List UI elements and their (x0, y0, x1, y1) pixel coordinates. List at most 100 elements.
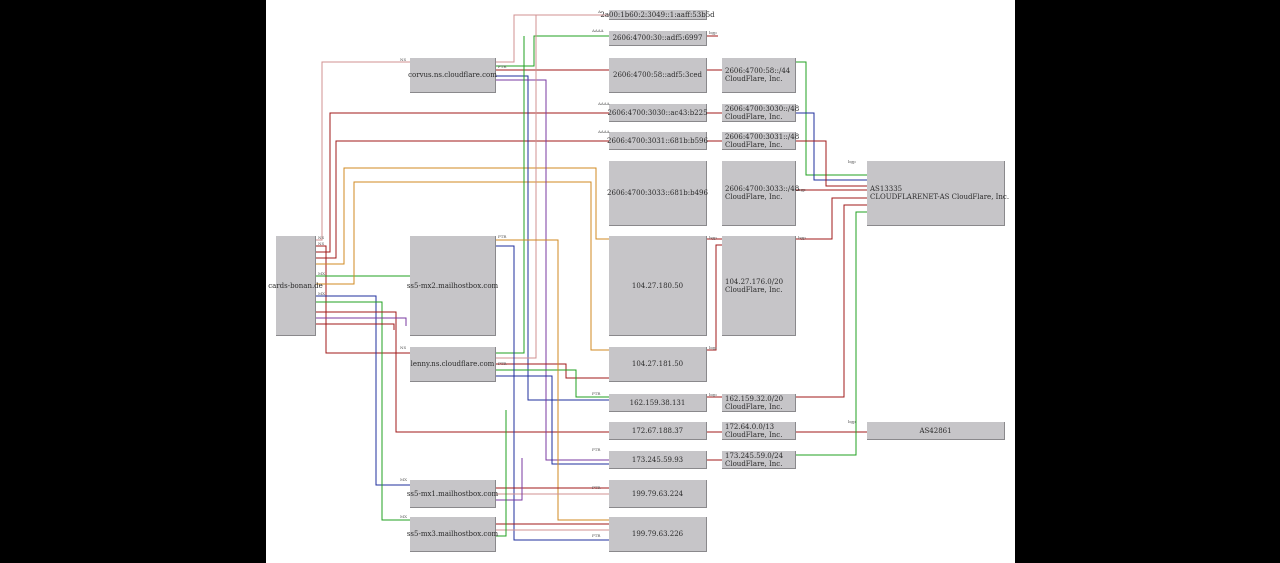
node-v6-f-label: 2606:4700:3033::681b:b496 (607, 189, 708, 197)
edge-9 (316, 181, 609, 351)
edge-label-ns: NS (400, 345, 407, 350)
edge-17 (496, 79, 609, 461)
edge-label-aaaa: AAAA (598, 101, 610, 106)
edge-4 (316, 295, 410, 486)
edge-19 (496, 15, 537, 359)
node-mx2[interactable]: ss5-mx2.mailhostbox.com (406, 236, 499, 336)
node-v6-d-label: 2606:4700:3030::ac43:b225 (607, 108, 708, 117)
node-ip-199-226-label: 199.79.63.226 (631, 530, 684, 538)
node-v6-b-label: 2606:4700:30::adf5:6997 (612, 34, 703, 42)
node-ip-199-224[interactable]: 199.79.63.224 (609, 480, 707, 508)
node-net-104-prefix: 104.27.176.0/20 (725, 277, 784, 286)
node-mx3[interactable]: ss5-mx3.mailhostbox.com (406, 517, 499, 552)
edge-42 (796, 140, 867, 187)
node-ip-172[interactable]: 172.67.188.37 (609, 422, 707, 440)
node-ip-162-label: 162.159.38.131 (629, 398, 686, 407)
node-v6-e[interactable]: 2606:4700:3031::681b:b596 (607, 132, 708, 150)
edge-16 (496, 75, 609, 401)
node-ip-172-label: 172.67.188.37 (631, 426, 684, 435)
edge-label-ns: NS (318, 235, 325, 240)
edge-label-mx: MX (318, 271, 325, 276)
node-domain[interactable]: cards-bonan.de (268, 236, 323, 336)
edge-47 (796, 211, 867, 456)
edge-label-bgp: bgp (709, 345, 717, 350)
edge-11 (316, 317, 407, 326)
edge-13 (496, 14, 609, 63)
edge-label-bgp: bgp (709, 30, 717, 35)
node-as13335-number: AS13335 (870, 185, 903, 193)
edge-label-ptr: PTR (592, 447, 601, 452)
edge-label-bgp: bgp (848, 419, 856, 424)
node-ns-lenny-label: lenny.ns.cloudflare.com (410, 360, 495, 368)
edge-label-mx: MX (400, 514, 407, 519)
node-mx3-label: ss5-mx3.mailhostbox.com (406, 530, 499, 538)
edge-label-ptr: PTR (498, 361, 507, 366)
edge-label-aaaa: AAAA (592, 28, 604, 33)
node-net-162-owner: CloudFlare, Inc. (725, 402, 783, 411)
node-ip-173[interactable]: 173.245.59.93 (609, 451, 707, 469)
node-ip-199-224-label: 199.79.63.224 (631, 489, 684, 498)
node-v6-b[interactable]: 2606:4700:30::adf5:6997 (609, 31, 707, 46)
edge-label-ptr: PTR (498, 64, 507, 69)
node-ip-162[interactable]: 162.159.38.131 (609, 394, 707, 412)
edge-45 (796, 204, 867, 398)
edge-18 (496, 36, 525, 354)
edge-23 (496, 239, 609, 521)
edge-10 (316, 311, 609, 433)
edge-6 (316, 112, 609, 253)
node-v6-c[interactable]: 2606:4700:58::adf5:3ced (609, 58, 707, 93)
dns-graph-canvas: cards-bonan.de corvus.ns.cloudflare.com … (266, 0, 1015, 563)
node-ip-104-181[interactable]: 104.27.181.50 (609, 347, 707, 382)
node-v6-d[interactable]: 2606:4700:3030::ac43:b225 (607, 104, 708, 122)
node-ip-199-226[interactable]: 199.79.63.226 (609, 517, 707, 552)
edge-label-bgp: bgp (709, 392, 717, 397)
node-net-v6-e-prefix: 2606:4700:3031::/48 (725, 132, 800, 141)
node-as13335-owner: CLOUDFLARENET-AS CloudFlare, Inc. (870, 193, 1010, 201)
edge-1 (316, 61, 410, 241)
node-net-172-prefix: 172.64.0.0/13 (725, 422, 775, 431)
node-ip-104-180[interactable]: 104.27.180.50 (609, 236, 707, 336)
node-v6-c-label: 2606:4700:58::adf5:3ced (612, 71, 703, 79)
edge-21 (496, 369, 609, 398)
node-net-162-prefix: 162.159.32.0/20 (725, 394, 784, 403)
edge-12 (316, 323, 395, 330)
node-v6-a[interactable]: 2a00:1b60:2:3049::1:aaff:53b5d (600, 10, 715, 20)
edge-label-ptr: PTR (592, 485, 601, 490)
node-net-v6-e-owner: CloudFlare, Inc. (725, 140, 783, 149)
node-net-v6-f-owner: CloudFlare, Inc. (725, 193, 783, 201)
edge-label-ptr: PTR (592, 533, 601, 538)
node-net-104-owner: CloudFlare, Inc. (725, 285, 783, 294)
node-mx2-label: ss5-mx2.mailhostbox.com (406, 281, 499, 290)
node-v6-a-label: 2a00:1b60:2:3049::1:aaff:53b5d (600, 10, 715, 19)
edge-5 (316, 301, 410, 521)
edge-41 (796, 112, 867, 181)
node-as42861[interactable]: AS42861 (867, 422, 1005, 440)
node-net-173-owner: CloudFlare, Inc. (725, 459, 783, 468)
edge-label-ns: NS (318, 241, 325, 246)
node-as42861-label: AS42861 (919, 426, 952, 435)
node-ns-lenny[interactable]: lenny.ns.cloudflare.com (410, 347, 496, 382)
node-mx1-label: ss5-mx1.mailhostbox.com (406, 489, 499, 498)
edge-40 (796, 61, 867, 176)
edge-14 (496, 35, 609, 67)
node-net-v6-c-owner: CloudFlare, Inc. (725, 75, 783, 83)
node-ns-corvus[interactable]: corvus.ns.cloudflare.com (408, 58, 497, 93)
edge-label-bgp: bgp (798, 235, 806, 240)
node-v6-f[interactable]: 2606:4700:3033::681b:b496 (607, 161, 708, 226)
node-net-173-prefix: 173.245.59.0/24 (725, 451, 784, 460)
edge-36 (707, 244, 722, 351)
node-net-172-owner: CloudFlare, Inc. (725, 430, 783, 439)
node-v6-e-label: 2606:4700:3031::681b:b596 (607, 136, 708, 145)
edge-8 (316, 167, 609, 265)
edge-24 (496, 245, 609, 541)
node-mx1[interactable]: ss5-mx1.mailhostbox.com (406, 480, 499, 508)
